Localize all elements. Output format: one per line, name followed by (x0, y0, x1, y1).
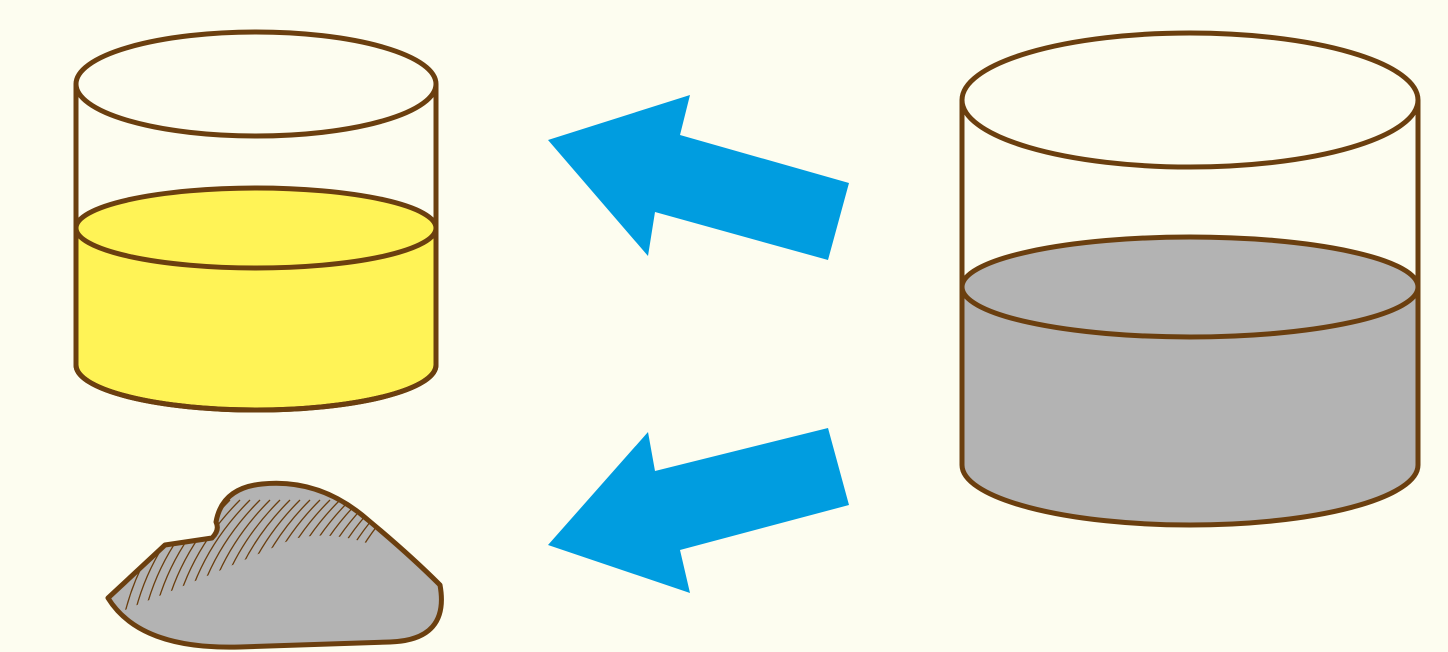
mixture-beaker (959, 30, 1421, 528)
filtrate-beaker-rim (73, 29, 439, 139)
mixture-beaker-rim (959, 30, 1421, 170)
mixture-liquid-body (959, 284, 1421, 528)
filtrate-beaker (73, 29, 439, 413)
arrow-to-filtrate (548, 95, 849, 260)
residue-solid-outline (105, 480, 444, 650)
residue-solid (105, 480, 444, 650)
filtrate-liquid-surface (73, 185, 439, 271)
filtrate-beaker-bottom (73, 364, 439, 413)
mixture-liquid-surface (959, 234, 1421, 340)
arrow-to-residue (548, 428, 849, 593)
residue-plain-area (108, 535, 442, 648)
